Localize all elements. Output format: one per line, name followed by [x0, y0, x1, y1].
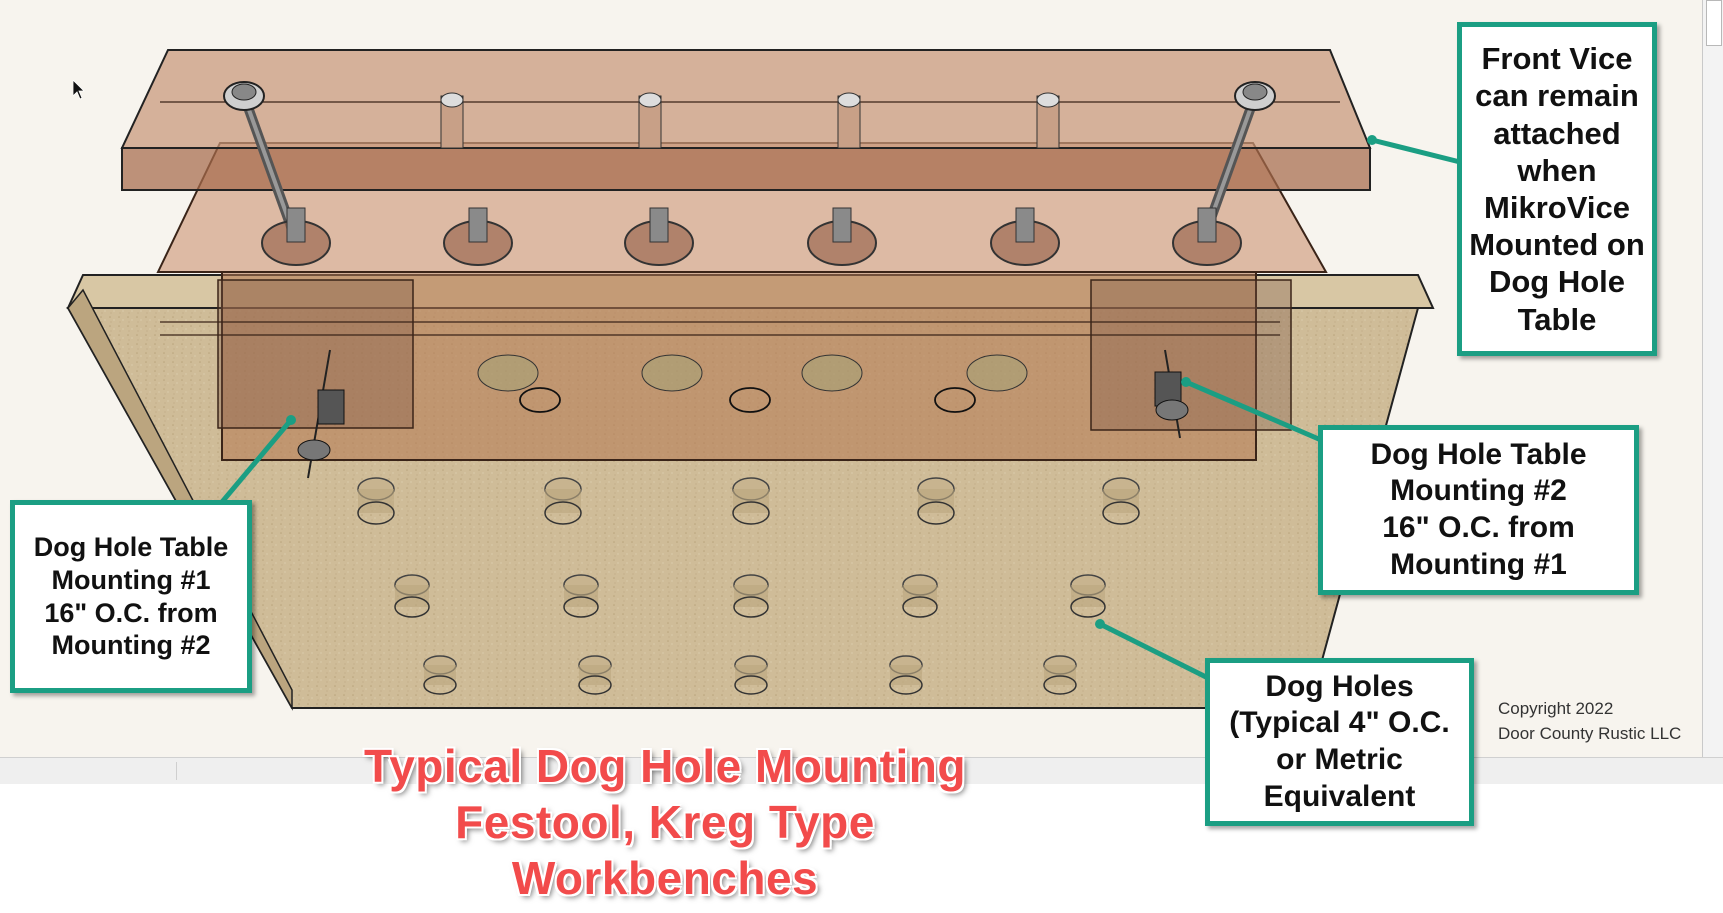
pin: [440, 92, 464, 149]
mount-block-right: [1090, 279, 1292, 431]
vertical-scrollbar[interactable]: [1702, 0, 1723, 757]
callout-mounting-1-text: Dog Hole Table Mounting #1 16" O.C. from…: [33, 531, 229, 661]
dog-hole-icon: [733, 574, 769, 618]
callout-dog-holes: Dog Holes (Typical 4" O.C. or Metric Equ…: [1205, 658, 1474, 826]
jaw-front-face: [121, 147, 1371, 191]
table-mount-bolts: [297, 349, 1189, 479]
headline-caption: Typical Dog Hole Mounting Festool, Kreg …: [364, 740, 966, 905]
dog-hole-icon: [519, 387, 561, 413]
dog-hole-icon: [578, 655, 612, 695]
dog-hole-icon: [734, 655, 768, 695]
dog-hole-icon: [563, 574, 599, 618]
dog-hole-icon: [1070, 574, 1106, 618]
front-vice-jaw: [120, 49, 1372, 191]
dog-hole-icon: [902, 574, 938, 618]
leader-dogholes: [1098, 621, 1210, 681]
jaw-pins: [440, 92, 1060, 149]
status-bar-panel: [0, 762, 177, 780]
hardware: [261, 207, 331, 266]
mouse-pointer-icon: [73, 80, 85, 100]
workbench-scene: [66, 49, 1461, 711]
callout-dog-holes-text: Dog Holes (Typical 4" O.C. or Metric Equ…: [1229, 669, 1450, 813]
leader-front-vice: [1371, 137, 1461, 165]
dog-hole-icon: [934, 387, 976, 413]
callout-front-vice-text: Front Vice can remain attached when Mikr…: [1469, 41, 1645, 337]
callout-mounting-2-text: Dog Hole Table Mounting #2 16" O.C. from…: [1370, 437, 1587, 581]
callout-mounting-2: Dog Hole Table Mounting #2 16" O.C. from…: [1318, 425, 1639, 595]
dog-hole-icon: [394, 574, 430, 618]
dog-hole-icon: [889, 655, 923, 695]
dog-hole-grid: [357, 477, 1140, 695]
dog-hole-icon: [1043, 655, 1077, 695]
screw-icon: [297, 349, 345, 479]
hardware: [443, 207, 513, 266]
callout-leaders: [220, 137, 1461, 681]
hardware: [1172, 207, 1242, 266]
hardware: [624, 207, 694, 266]
mount-block-left: [217, 279, 414, 429]
dog-hole-icon: [729, 387, 771, 413]
model-viewport[interactable]: Front Vice can remain attached when Mikr…: [0, 0, 1702, 757]
dog-hole-icon: [1102, 477, 1140, 525]
scrollbar-thumb[interactable]: [1706, 0, 1722, 46]
leader-dots: [286, 135, 1377, 629]
pin: [1036, 92, 1060, 149]
pin: [638, 92, 662, 149]
hardware: [990, 207, 1060, 266]
callout-front-vice: Front Vice can remain attached when Mikr…: [1457, 22, 1657, 356]
vice-hardware-row: [261, 207, 1242, 266]
vice-lower-hardware: [477, 354, 1028, 413]
dog-hole-icon: [423, 655, 457, 695]
dog-hole-icon: [357, 477, 395, 525]
copyright-notice: Copyright 2022 Door County Rustic LLC: [1498, 699, 1682, 743]
jaw-top-face: [120, 49, 1372, 149]
leader-mount1: [220, 418, 293, 504]
callout-mounting-1: Dog Hole Table Mounting #1 16" O.C. from…: [10, 500, 252, 693]
dog-hole-icon: [544, 477, 582, 525]
dog-hole-icon: [732, 477, 770, 525]
hardware: [807, 207, 877, 266]
screw-icon: [223, 81, 299, 237]
screw-icon: [1154, 349, 1189, 439]
pin: [837, 92, 861, 149]
leader-mount2: [1185, 379, 1322, 443]
dog-hole-icon: [917, 477, 955, 525]
